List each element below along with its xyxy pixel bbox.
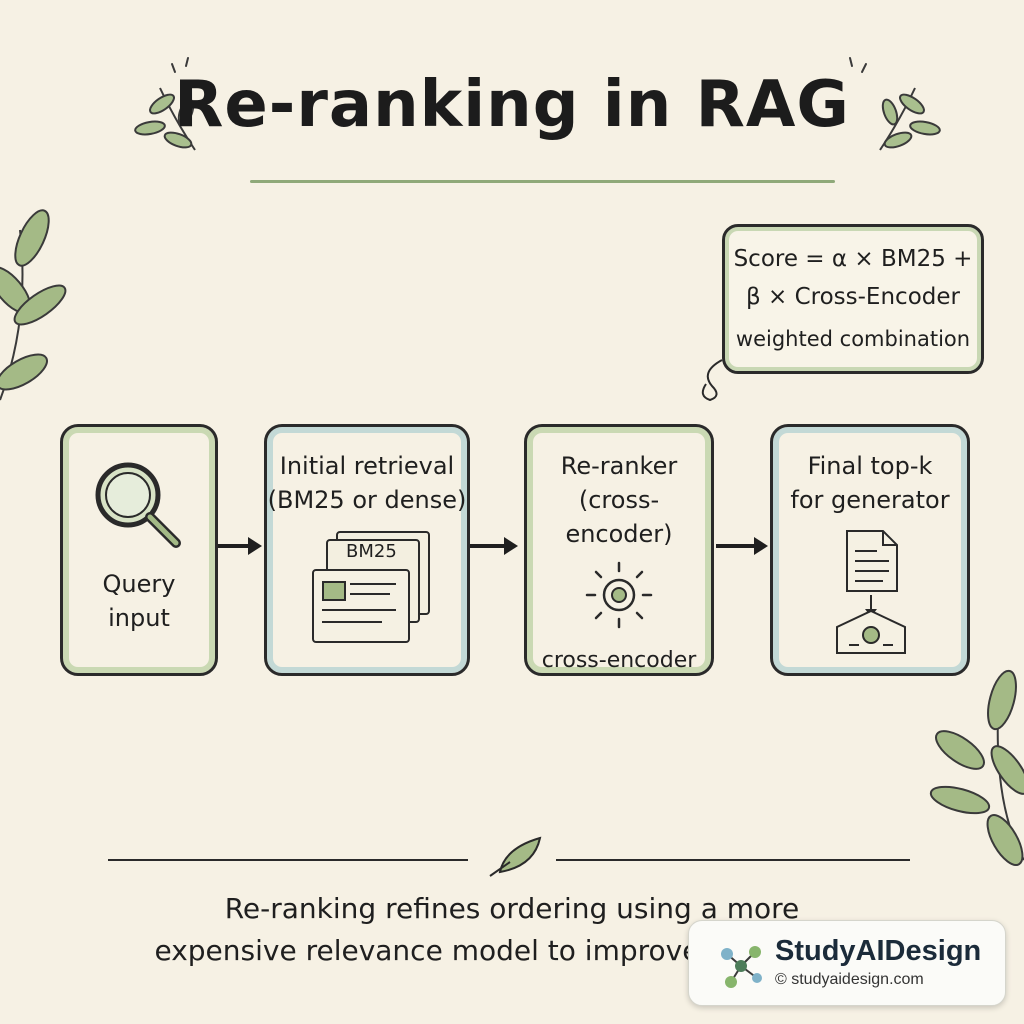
- left-sprig-icon: [134, 87, 196, 151]
- node-final-top-k: Final top-k for generator: [770, 424, 970, 676]
- formula-line-2: β × Cross-Encoder: [746, 284, 960, 310]
- node-initial-retrieval: Initial retrieval (BM25 or dense) BM25: [264, 424, 470, 676]
- reranker-sublabel: cross-encoder: [541, 648, 697, 673]
- doc-tag: BM25: [346, 541, 397, 562]
- node-query-input: Query input: [60, 424, 218, 676]
- formula-line-3: weighted combination: [735, 327, 971, 351]
- sparkle-icon: [171, 57, 867, 73]
- document-to-generator-icon: [836, 530, 906, 654]
- flow-arrows: [218, 537, 768, 555]
- document-stack-icon: BM25: [302, 525, 432, 645]
- title-underline: [250, 180, 835, 183]
- retrieval-label-line-1: Initial retrieval: [279, 452, 455, 480]
- node-re-ranker: Re-ranker (cross-encoder) cross-encoder: [524, 424, 714, 676]
- watermark-badge: StudyAIDesign © studyaidesign.com: [688, 920, 1006, 1006]
- connector-curl-icon: [701, 359, 723, 402]
- retrieval-label-line-2: (BM25 or dense): [267, 486, 467, 514]
- left-branch-icon: [0, 209, 67, 401]
- sun-icon: [585, 561, 653, 629]
- caption-line-1: Re-ranking refines ordering using a more: [224, 892, 800, 925]
- reranker-label-line-1: Re-ranker: [560, 452, 678, 480]
- magnifier-icon: [95, 462, 181, 548]
- query-label-line-2: input: [108, 604, 170, 632]
- reranker-label-line-2: (cross-encoder): [565, 486, 673, 548]
- watermark-name: StudyAIDesign: [775, 935, 982, 967]
- query-label-line-1: Query: [102, 570, 176, 598]
- molecule-logo-icon: [721, 946, 762, 988]
- bottom-divider: [108, 836, 910, 877]
- final-label-line-1: Final top-k: [807, 452, 933, 480]
- page-title: Re-ranking in RAG: [174, 68, 850, 142]
- right-branch-icon: [929, 669, 1024, 866]
- formula-line-1: Score = α × BM25 +: [733, 246, 973, 272]
- right-sprig-icon: [879, 87, 941, 151]
- formula-callout: Score = α × BM25 + β × Cross-Encoder wei…: [722, 224, 984, 374]
- final-label-line-2: for generator: [790, 486, 950, 514]
- watermark-url: © studyaidesign.com: [775, 971, 924, 988]
